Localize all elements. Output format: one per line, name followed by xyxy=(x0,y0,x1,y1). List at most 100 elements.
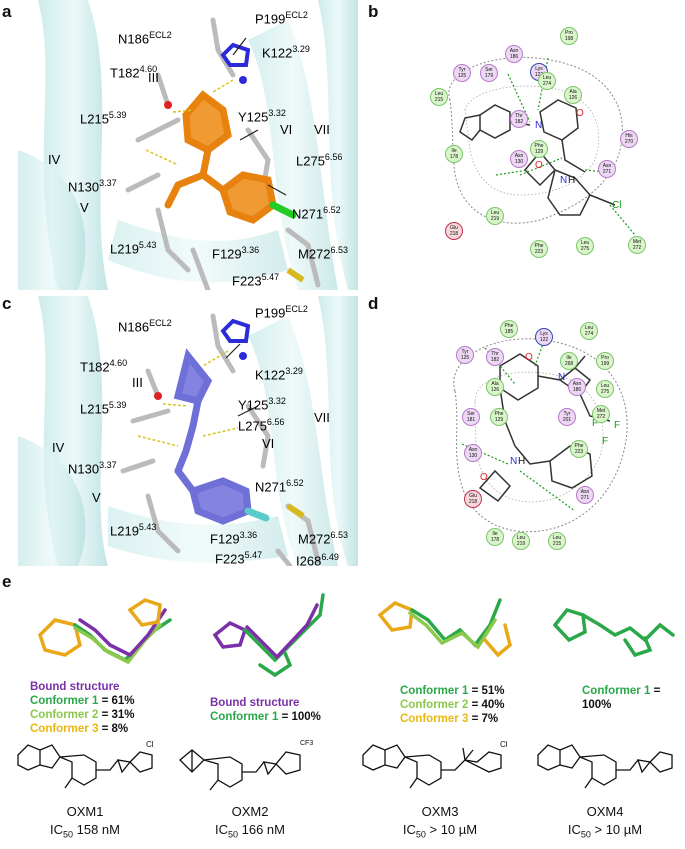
residue-number: 122 xyxy=(539,337,549,343)
helix-label-c-VII: VII xyxy=(314,410,330,425)
residue-name: His xyxy=(625,133,633,139)
residue-number: 223 xyxy=(574,449,584,455)
residue-name: Leu xyxy=(490,210,500,216)
molecule-ic50-oxm3: IC50 > 10 µM xyxy=(402,822,478,840)
atom-d-f3: F xyxy=(602,436,609,447)
conformer-name: Conformer 1 xyxy=(400,685,469,697)
conformer-legend-line: Conformer 3 = 8% xyxy=(30,722,135,736)
residue-label-a-n186: N186ECL2 xyxy=(118,30,172,47)
residue-number: 178 xyxy=(449,154,459,160)
residue-name: Lys xyxy=(540,331,548,337)
residue-label-a-n130: N1303.37 xyxy=(68,178,117,195)
atom-d-o1: O xyxy=(525,352,533,363)
residue-name: Ala xyxy=(491,381,499,387)
residue-number: 182 xyxy=(514,119,524,125)
conformer-legend-4: Conformer 1 = 100% xyxy=(582,684,685,712)
residue-name: Glu xyxy=(469,493,477,499)
residue-name: Ile xyxy=(492,531,498,537)
conformer-percent: = 40% xyxy=(468,699,505,711)
residue-label-c-t182: T1824.60 xyxy=(80,358,128,375)
residue-name: Tyr xyxy=(458,67,466,73)
residue-number: 186 xyxy=(572,387,582,393)
residue-number: 179 xyxy=(484,73,494,79)
molecule-structure-oxm4 xyxy=(530,730,680,800)
atom-d-n1: N xyxy=(558,372,566,383)
residue-number: 272 xyxy=(596,414,606,420)
residue-label-a-l215: L2155.39 xyxy=(80,110,127,127)
conformer-legend-3: Conformer 1 = 51%Conformer 2 = 40%Confor… xyxy=(400,684,505,726)
molecule-ic50-oxm1: IC50 158 nM xyxy=(50,822,120,840)
residue-label-a-t182: T1824.60 xyxy=(110,64,158,81)
residue-number: 274 xyxy=(584,331,594,337)
conformer-percent: = 31% xyxy=(98,709,135,721)
residue-label-c-k122: K1223.29 xyxy=(255,366,303,383)
residue-number: 130 xyxy=(468,453,478,459)
residue-name: Phe xyxy=(494,411,504,417)
residue-number: 215 xyxy=(434,97,444,103)
panel-b-diagram xyxy=(380,0,685,300)
conformer-name: Conformer 3 xyxy=(30,723,99,735)
residue-number: 275 xyxy=(600,389,610,395)
conformer-name: Conformer 2 xyxy=(400,699,469,711)
helix-label-a-VII: VII xyxy=(314,122,330,137)
residue-number: 181 xyxy=(466,417,476,423)
helix-label-a-VI: VI xyxy=(280,122,293,137)
residue-name: Pro xyxy=(565,30,573,36)
conformer-overlay-oxm2 xyxy=(205,585,335,680)
residue-label-a-m272: M2726.53 xyxy=(298,245,349,262)
atom-b-n2: N xyxy=(560,175,568,186)
substituent-label-oxm2: CF3 xyxy=(300,740,314,747)
panel-b-render xyxy=(448,56,636,236)
conformer-name: Conformer 2 xyxy=(30,709,99,721)
residue-number: 125 xyxy=(460,355,470,361)
panel-letter-b: b xyxy=(368,2,379,21)
residue-name: Ala xyxy=(569,89,577,95)
residue-number: 185 xyxy=(504,329,514,335)
residue-name: Met xyxy=(596,408,606,414)
residue-number: 130 xyxy=(514,159,524,165)
residue-number: 125 xyxy=(457,73,467,79)
residue-label-c-n130: N1303.37 xyxy=(68,460,117,477)
residue-name: Leu xyxy=(584,325,594,331)
residue-name: Leu xyxy=(580,240,590,246)
residue-label-a-l219: L2195.43 xyxy=(110,240,157,257)
molecule-ic50-oxm2: IC50 166 nM xyxy=(215,822,285,840)
helix-label-c-VI: VI xyxy=(262,436,275,451)
conformer-percent: = 51% xyxy=(468,685,505,697)
residue-number: 199 xyxy=(600,361,610,367)
conformer-legend-line: Conformer 1 = 61% xyxy=(30,694,135,708)
residue-number: 126 xyxy=(490,387,500,393)
residue-label-c-i268: I2686.49 xyxy=(296,552,339,569)
molecule-structure-oxm3 xyxy=(355,730,515,800)
panel-c-structure xyxy=(18,296,358,569)
residue-number: 271 xyxy=(580,495,590,501)
residue-name: Leu xyxy=(552,535,562,541)
residue-name: Leu xyxy=(434,91,444,97)
residue-number: 215 xyxy=(552,541,562,547)
residue-name: Ile xyxy=(566,355,572,361)
conformer-name: Conformer 1 xyxy=(210,711,279,723)
residue-name: Asn xyxy=(580,489,590,495)
ligand-c xyxy=(173,348,252,525)
panel-letter-e: e xyxy=(2,572,12,591)
conformer-legend-line: Conformer 1 = 51% xyxy=(400,684,505,698)
panel-d-diagram xyxy=(380,296,685,566)
